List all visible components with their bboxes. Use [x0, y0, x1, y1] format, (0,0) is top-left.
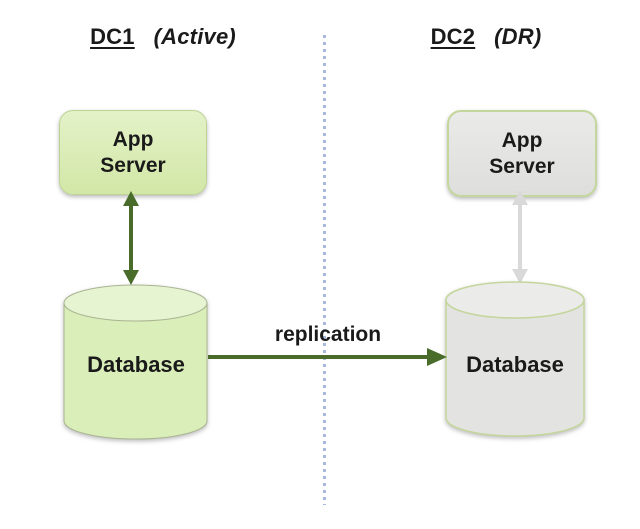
- dc1-app-server-label-line2: Server: [100, 153, 166, 177]
- dc1-app-server-label-line1: App: [112, 127, 154, 151]
- dc2-name: DC2: [430, 24, 476, 49]
- dc1-appserver-database-arrow: [120, 191, 142, 285]
- replication-label: replication: [274, 323, 382, 346]
- dc2-title: DC2 (DR): [376, 24, 596, 50]
- dc2-mode: (DR): [494, 24, 542, 49]
- dc1-database-label: Database: [87, 352, 185, 377]
- title-space: [482, 24, 488, 49]
- datacenter-divider-line: [323, 35, 326, 505]
- bidirectional-arrow-icon: [123, 191, 139, 285]
- dc1-database-cylinder: [63, 284, 208, 441]
- dc1-title: DC1 (Active): [53, 24, 273, 50]
- dc2-database-cylinder: [445, 281, 585, 438]
- dc2-appserver-database-arrow: [509, 190, 531, 284]
- bidirectional-arrow-icon: [512, 190, 528, 284]
- dc1-app-server-box: App Server: [59, 110, 207, 195]
- title-space: [141, 24, 147, 49]
- dc2-database-label: Database: [466, 352, 564, 377]
- dc2-app-server-label-line2: Server: [489, 154, 555, 178]
- dc1-mode: (Active): [153, 24, 236, 49]
- dc2-app-server-box: App Server: [447, 110, 597, 197]
- database-cylinder-icon: [63, 284, 208, 440]
- arrow-right-icon: [208, 348, 447, 366]
- replication-arrow: [208, 345, 448, 369]
- dc2-app-server-label-line1: App: [501, 128, 543, 152]
- dc1-name: DC1: [90, 24, 135, 49]
- database-cylinder-icon: [445, 281, 585, 437]
